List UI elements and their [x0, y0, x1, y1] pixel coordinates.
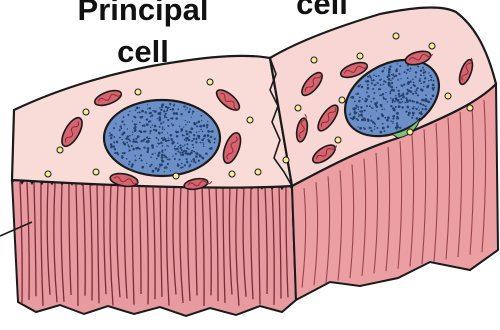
principal-cell-label-line2: cell: [48, 32, 238, 72]
second-cell-label: cell: [282, 0, 362, 24]
principal-cell-label-line1: Principal: [48, 0, 238, 30]
